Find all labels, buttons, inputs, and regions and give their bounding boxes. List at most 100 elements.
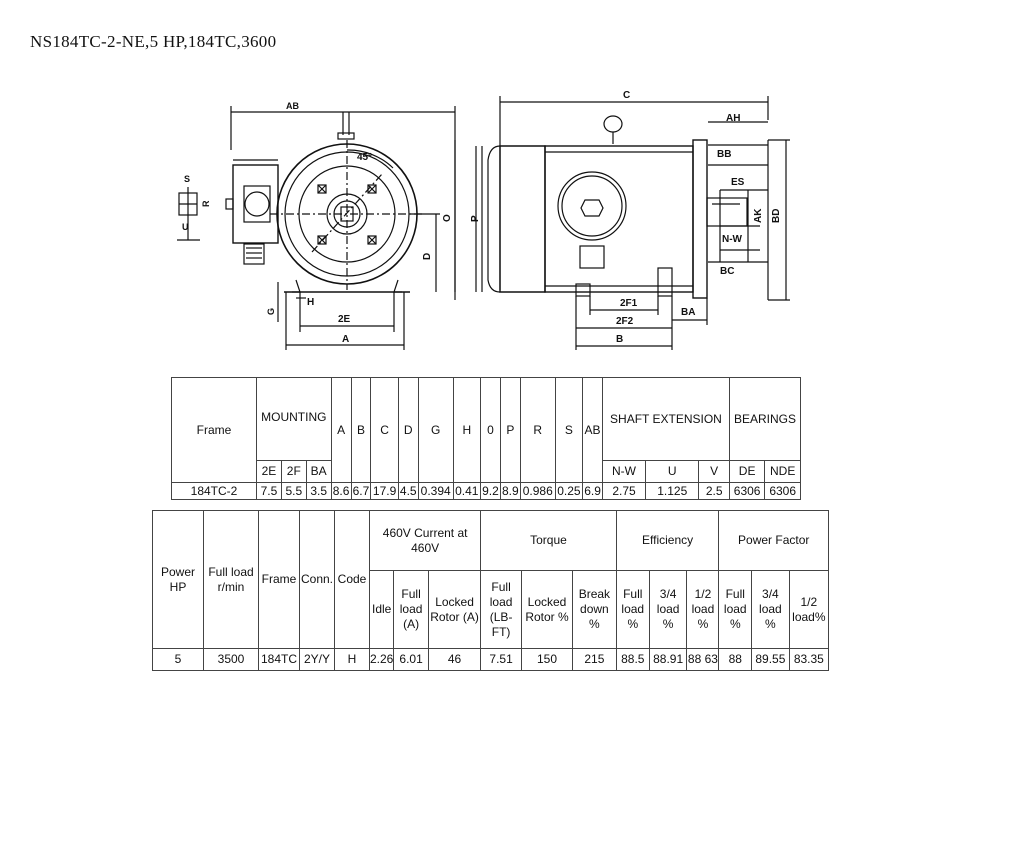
side-view	[475, 96, 790, 350]
label-p: P	[470, 215, 481, 222]
cell-frame: 184TC-2	[171, 482, 257, 500]
sub-header-eff-12: 1/2 load %	[686, 570, 720, 649]
label-o: O	[442, 214, 453, 222]
label-bd: BD	[771, 209, 782, 223]
label-a: A	[342, 334, 349, 345]
cell-frame: 184TC	[258, 648, 300, 671]
col-header-s: S	[554, 377, 584, 483]
cell-full-load-a: 6.01	[393, 648, 429, 671]
dimension-table: Frame MOUNTING A B C D G H 0 P R S AB SH…	[171, 377, 802, 500]
col-header-ab: AB	[582, 377, 603, 483]
sub-header-u: U	[645, 460, 700, 483]
sub-header-idle: Idle	[368, 570, 395, 649]
sub-header-v: V	[698, 460, 730, 483]
col-header-mounting: MOUNTING	[256, 377, 332, 461]
col-header-b: B	[350, 377, 372, 483]
cell-code: H	[334, 648, 370, 671]
col-header-p: P	[499, 377, 521, 483]
cell-locked-rotor-a: 46	[427, 648, 482, 671]
cell-torque-locked: 150	[520, 648, 574, 671]
cell-c: 17.9	[370, 482, 399, 500]
performance-table: Power HP Full load r/min Frame Conn. Cod…	[152, 510, 830, 671]
sub-header-nw: N-W	[601, 460, 647, 483]
sub-header-locked-rotor-a: Locked Rotor (A)	[427, 570, 482, 649]
cell-s: 0.25	[554, 482, 584, 500]
label-ak: AK	[753, 208, 764, 223]
cell-power: 5	[152, 648, 204, 671]
sub-header-nde: NDE	[764, 460, 801, 483]
label-g: G	[266, 308, 276, 315]
col-header-power-factor: Power Factor	[718, 510, 829, 571]
motor-dimension-drawing: AB S R U 45° O D G H 2E A C AH BB ES AK …	[177, 90, 790, 350]
label-angle: 45°	[357, 152, 372, 163]
col-header-a: A	[330, 377, 352, 483]
sub-header-ba: BA	[305, 460, 332, 483]
col-header-bearings: BEARINGS	[728, 377, 802, 461]
col-header-current: 460V Current at 460V	[368, 510, 482, 571]
label-bb: BB	[717, 149, 731, 160]
sub-header-full-load-a: Full load (A)	[393, 570, 429, 649]
front-view	[177, 106, 456, 350]
cell-pf-12: 83.35	[788, 648, 830, 671]
sub-header-pf-full: Full load %	[718, 570, 753, 649]
cell-r: 0.986	[519, 482, 556, 500]
cell-p: 8.9	[499, 482, 521, 500]
col-header-g: G	[417, 377, 454, 483]
cell-nde: 6306	[764, 482, 801, 500]
label-s: S	[184, 174, 190, 184]
sub-header-full-load-lbft: Full load (LB-FT)	[480, 570, 522, 649]
label-bc: BC	[720, 266, 734, 277]
label-ah: AH	[726, 113, 740, 124]
table-row: 184TC-2 7.5 5.5 3.5 8.6 6.7 17.9 4.5 0.3…	[171, 482, 801, 500]
col-header-efficiency: Efficiency	[615, 510, 720, 571]
label-2f1: 2F1	[620, 298, 638, 309]
sub-header-de: DE	[728, 460, 766, 483]
col-header-code: Code	[334, 510, 370, 649]
cell-0: 9.2	[480, 482, 501, 500]
cell-eff-full: 88.5	[615, 648, 650, 671]
cell-ba: 3.5	[305, 482, 332, 500]
cell-pf-full: 88	[718, 648, 753, 671]
cell-idle: 2.26	[368, 648, 395, 671]
label-2f2: 2F2	[616, 316, 634, 327]
cell-de: 6306	[728, 482, 766, 500]
cell-d: 4.5	[397, 482, 419, 500]
col-header-rpm: Full load r/min	[203, 510, 259, 649]
label-h: H	[307, 297, 314, 308]
col-header-shaft: SHAFT EXTENSION	[602, 377, 730, 461]
cell-torque-full: 7.51	[480, 648, 522, 671]
cell-u: 1.125	[645, 482, 700, 500]
sub-header-2f: 2F	[280, 460, 307, 483]
label-d: D	[422, 253, 433, 260]
cell-a: 8.6	[330, 482, 352, 500]
sub-header-locked-rotor-pct: Locked Rotor %	[520, 570, 574, 649]
table-row: 5 3500 184TC 2Y/Y H 2.26 6.01 46 7.51 15…	[152, 648, 830, 671]
col-header-torque: Torque	[480, 510, 617, 571]
cell-eff-34: 88.91	[648, 648, 688, 671]
cell-2e: 7.5	[256, 482, 282, 500]
col-header-c: C	[370, 377, 399, 483]
cell-h: 0.41	[452, 482, 482, 500]
sub-header-eff-full: Full load %	[615, 570, 650, 649]
cell-nw: 2.75	[601, 482, 647, 500]
cell-conn: 2Y/Y	[299, 648, 335, 671]
cell-2f: 5.5	[280, 482, 307, 500]
sub-header-pf-34: 3/4 load %	[751, 570, 790, 649]
sub-header-breakdown-pct: Break down %	[572, 570, 617, 649]
label-c: C	[623, 90, 630, 101]
label-2e: 2E	[338, 314, 351, 325]
col-header-0: 0	[480, 377, 501, 483]
cell-rpm: 3500	[203, 648, 259, 671]
label-ab: AB	[286, 101, 299, 111]
col-header-r: R	[519, 377, 556, 483]
cell-eff-12: 88 63	[686, 648, 720, 671]
col-header-power: Power HP	[152, 510, 204, 649]
cell-b: 6.7	[350, 482, 372, 500]
col-header-d: D	[397, 377, 419, 483]
label-ba: BA	[681, 307, 695, 318]
col-header-frame: Frame	[171, 377, 257, 483]
cell-v: 2.5	[698, 482, 730, 500]
label-r: R	[201, 200, 211, 207]
col-header-conn: Conn.	[299, 510, 335, 649]
label-nw: N-W	[722, 234, 743, 245]
